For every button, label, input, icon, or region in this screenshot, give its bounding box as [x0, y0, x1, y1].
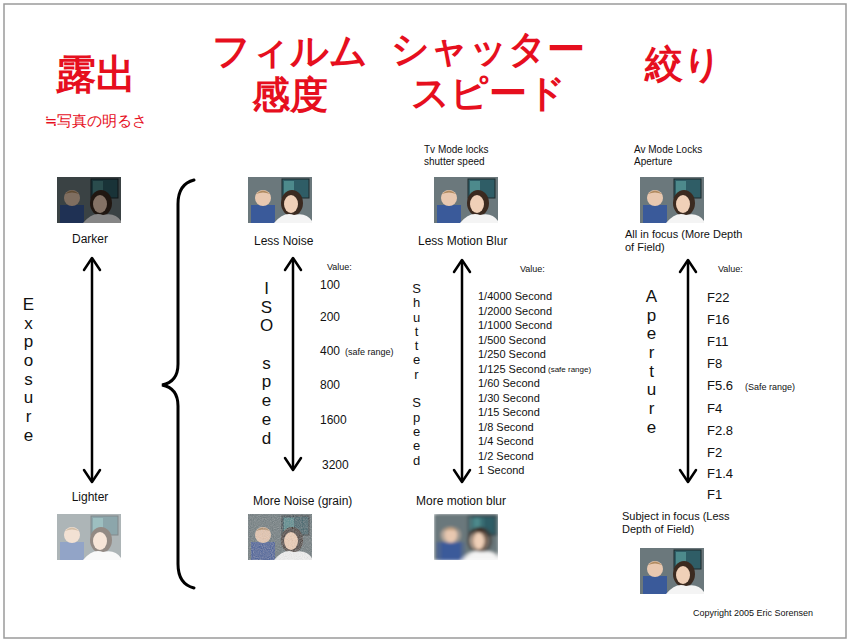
heading: フィルム 感度	[206, 30, 373, 117]
scale-end-label: More motion blur	[416, 494, 506, 508]
value-label: 1/1000 Second	[478, 319, 552, 332]
value-label: 1600	[320, 413, 347, 427]
value-label: F2	[707, 445, 722, 461]
note: (safe range)	[345, 347, 394, 358]
axis-label: Exposure	[20, 296, 37, 446]
value-heading: Value:	[520, 264, 545, 275]
value-label: 800	[320, 378, 340, 392]
axis-label: ISO speed	[258, 280, 275, 448]
value-label: F1	[707, 487, 722, 503]
value-label: F4	[707, 401, 722, 417]
double-arrows	[84, 258, 696, 482]
value-label: F2.8	[707, 423, 733, 439]
value-label: 1/4000 Second	[478, 290, 552, 303]
heading: 絞り	[645, 42, 722, 88]
value-label: 1/30 Second	[478, 392, 540, 405]
value-heading: Value:	[718, 264, 743, 275]
value-label: 1/2 Second	[478, 450, 534, 463]
value-label: 100	[320, 278, 340, 292]
value-label: 1/250 Second	[478, 348, 546, 361]
curly-brace	[162, 180, 194, 588]
value-label: 3200	[322, 458, 349, 472]
heading-note: ≒写真の明るさ	[45, 112, 148, 130]
axis-label: Shutter Speed	[410, 282, 423, 468]
value-label: 400	[320, 344, 340, 358]
value-label: 1/60 Second	[478, 377, 540, 390]
value-label: F16	[707, 312, 729, 328]
value-heading: Value:	[327, 262, 352, 273]
mode-note: Av Mode Locks Aperture	[634, 144, 716, 168]
value-label: 1/8 Second	[478, 421, 534, 434]
value-label: 200	[320, 310, 340, 324]
mode-note: Tv Mode locks shutter speed	[424, 144, 506, 168]
value-label: F22	[707, 290, 729, 306]
value-label: 1/500 Second	[478, 334, 546, 347]
scale-end-label: More Noise (grain)	[253, 494, 352, 508]
value-label: F8	[707, 356, 722, 372]
scale-end-label: Less Motion Blur	[418, 234, 507, 248]
scale-end-label: Lighter	[72, 490, 109, 504]
scale-end-label: All in focus (More Depth of Field)	[625, 228, 743, 254]
value-label: F11	[707, 334, 728, 350]
scale-end-label: Darker	[72, 232, 108, 246]
value-label: 1/125 Second	[478, 363, 546, 376]
axis-label: Aperture	[643, 288, 660, 438]
scale-end-label: Subject in focus (Less Depth of Field)	[622, 510, 744, 536]
frame	[4, 4, 846, 638]
value-label: 1/2000 Second	[478, 305, 552, 318]
value-label: 1/4 Second	[478, 435, 534, 448]
value-label: 1/15 Second	[478, 406, 540, 419]
value-label: 1 Second	[478, 464, 524, 477]
value-label: F5.6	[707, 378, 733, 394]
heading: シャッター スピード	[385, 28, 590, 115]
copyright: Copyright 2005 Eric Sorensen	[693, 608, 813, 619]
value-label: F1.4	[707, 466, 733, 482]
scale-end-label: Less Noise	[254, 234, 313, 248]
note: (Safe range)	[745, 382, 795, 393]
photos	[57, 177, 704, 594]
note: (safe range)	[548, 365, 591, 375]
heading: 露出	[56, 50, 136, 98]
